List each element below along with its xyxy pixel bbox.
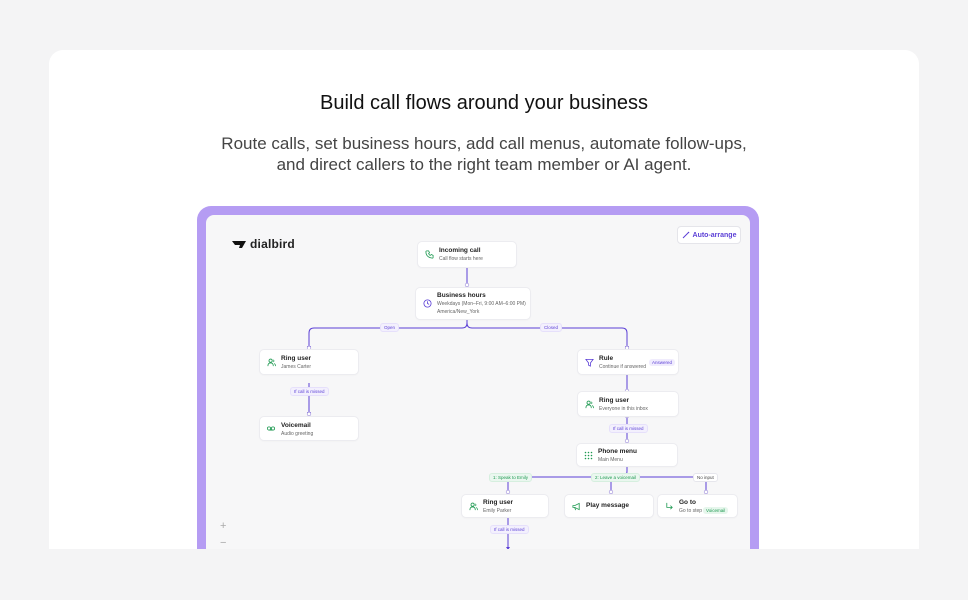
edge-label-no-input: No input (693, 473, 718, 482)
dialbird-logo: dialbird (232, 237, 295, 251)
voicemail-icon (265, 423, 277, 435)
edge-label-open: Open (380, 323, 400, 332)
filter-icon (583, 356, 595, 368)
zoom-in-button[interactable]: + (220, 520, 227, 532)
subtitle-line-2: and direct callers to the right team mem… (276, 155, 692, 174)
node-subtitle: Emily Parker (483, 508, 512, 514)
edge-label-closed: Closed (540, 323, 563, 332)
zoom-out-button[interactable]: − (220, 537, 227, 549)
node-title: Go to (679, 499, 696, 506)
node-title: Ring user (483, 499, 513, 506)
node-ring-user-everyone[interactable]: Ring user Everyone in this inbox (577, 391, 679, 417)
node-title: Incoming call (439, 247, 481, 254)
page-title: Build call flows around your business (320, 92, 648, 114)
node-go-to[interactable]: Go to Go to step Voicemail (657, 494, 738, 518)
node-subtitle: Everyone in this inbox (599, 406, 648, 412)
edge-label-missed-2: If call is missed (609, 424, 648, 433)
phone-icon (423, 249, 435, 261)
edge-label-option-2: 2: Leave a voicemail (591, 473, 641, 482)
users-icon (265, 356, 277, 368)
node-title: Phone menu (598, 448, 638, 455)
node-phone-menu[interactable]: Phone menu Main Menu (576, 443, 678, 467)
keypad-icon (582, 449, 594, 461)
node-play-message[interactable]: Play message (564, 494, 654, 518)
node-business-hours[interactable]: Business hours Weekdays (Mon–Fri, 9:00 A… (415, 287, 531, 320)
node-ring-user-emily[interactable]: Ring user Emily Parker (461, 494, 549, 518)
node-title: Rule (599, 355, 614, 362)
node-subtitle: James Carter (281, 364, 312, 370)
auto-arrange-label: Auto-arrange (692, 231, 737, 239)
node-title: Business hours (437, 292, 486, 299)
corner-arrow-icon (663, 500, 675, 512)
node-title: Play message (586, 502, 630, 509)
logo-text: dialbird (250, 237, 295, 251)
node-title: Ring user (599, 397, 629, 404)
node-ring-user-james[interactable]: Ring user James Carter (259, 349, 359, 375)
node-subtitle: Continue if answered (599, 364, 646, 370)
flow-canvas[interactable]: dialbird Auto-arrange Incoming call Call… (206, 215, 750, 549)
subtitle-line-1: Route calls, set business hours, add cal… (221, 134, 747, 153)
node-subtitle: Audio greeting (281, 431, 314, 437)
node-title: Ring user (281, 355, 311, 362)
users-icon (583, 398, 595, 410)
node-voicemail[interactable]: Voicemail Audio greeting (259, 416, 359, 441)
page-subtitle: Route calls, set business hours, add cal… (0, 133, 968, 175)
auto-arrange-button[interactable]: Auto-arrange (677, 226, 741, 244)
node-timezone: America/New_York (437, 309, 480, 315)
node-subtitle: Go to step (679, 508, 703, 514)
node-title: Voicemail (281, 422, 311, 429)
node-subtitle: Call flow starts here (439, 256, 483, 262)
node-subtitle: Weekdays (Mon–Fri, 9:00 AM–6:00 PM) (437, 301, 526, 307)
clock-icon (421, 298, 433, 310)
answered-badge: Answered (649, 359, 676, 366)
edge-label-option-1: 1: Speak to Emily (489, 473, 533, 482)
edge-label-missed-3: If call is missed (490, 525, 529, 534)
node-rule[interactable]: Rule Continue if answered Answered (577, 349, 679, 375)
bird-logo-icon (232, 240, 246, 248)
megaphone-icon (570, 500, 582, 512)
edge-label-missed-1: If call is missed (290, 387, 329, 396)
node-incoming-call[interactable]: Incoming call Call flow starts here (417, 241, 517, 268)
magic-wand-icon (682, 231, 689, 239)
users-icon (467, 500, 479, 512)
voicemail-badge: Voicemail (703, 507, 729, 514)
node-subtitle: Main Menu (598, 457, 623, 463)
